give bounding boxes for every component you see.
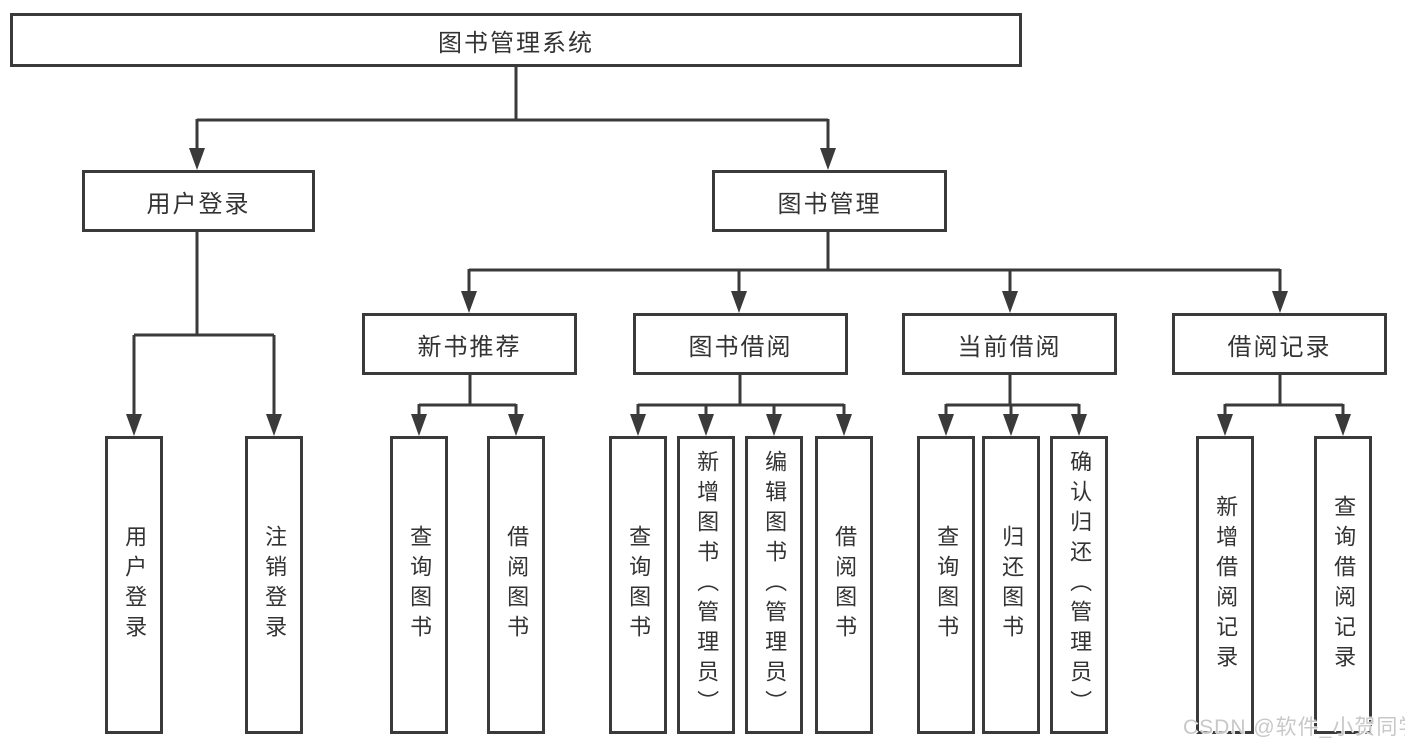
leaf-edit-books-admin: 编辑图书（管理员） [745, 436, 803, 734]
csdn-watermark: CSDN @软件_小贺同学 [1183, 716, 1405, 739]
node-library-system: 图书管理系统 [10, 13, 1022, 67]
node-new-book-recommend: 新书推荐 [362, 313, 577, 375]
node-current-borrow: 当前借阅 [902, 313, 1117, 375]
leaf-query-books-current: 查询图书 [917, 436, 975, 734]
node-label: 查询借阅记录 [1331, 495, 1357, 675]
leaf-return-books: 归还图书 [982, 436, 1040, 734]
node-label: 借阅图书 [832, 525, 858, 645]
leaf-borrow-books-recommend: 借阅图书 [487, 436, 545, 734]
leaf-logout: 注销登录 [245, 436, 303, 734]
node-label: 确认归还（管理员） [1067, 450, 1093, 720]
node-label: 注销登录 [262, 525, 288, 645]
leaf-confirm-return-admin: 确认归还（管理员） [1050, 436, 1108, 734]
node-label: 查询图书 [934, 525, 960, 645]
node-label: 用户登录 [146, 190, 251, 218]
node-user-login: 用户登录 [82, 170, 315, 232]
leaf-add-books-admin: 新增图书（管理员） [677, 436, 735, 734]
leaf-query-books-borrow: 查询图书 [609, 436, 667, 734]
node-book-management: 图书管理 [712, 170, 947, 232]
node-label: 新书推荐 [417, 333, 522, 361]
node-label: 归还图书 [999, 525, 1025, 645]
node-borrow-records: 借阅记录 [1172, 313, 1387, 375]
node-label: 当前借阅 [957, 333, 1062, 361]
leaf-query-books-recommend: 查询图书 [390, 436, 448, 734]
node-label: 借阅图书 [504, 525, 530, 645]
node-label: 新增借阅记录 [1213, 495, 1239, 675]
leaf-add-borrow-record: 新增借阅记录 [1196, 436, 1254, 734]
node-label: 查询图书 [626, 525, 652, 645]
node-label: 用户登录 [122, 525, 148, 645]
arrow-down-icon [126, 148, 1351, 436]
leaf-query-borrow-record: 查询借阅记录 [1314, 436, 1372, 734]
node-label: 编辑图书（管理员） [762, 450, 788, 720]
node-label: 查询图书 [407, 525, 433, 645]
node-book-borrow: 图书借阅 [633, 313, 848, 375]
node-label: 图书借阅 [688, 333, 793, 361]
node-label: 图书管理系统 [438, 29, 594, 57]
node-label: 图书管理 [777, 190, 882, 218]
leaf-borrow-books: 借阅图书 [815, 436, 873, 734]
leaf-user-login: 用户登录 [105, 436, 163, 734]
node-label: 新增图书（管理员） [694, 450, 720, 720]
node-label: 借阅记录 [1227, 333, 1332, 361]
